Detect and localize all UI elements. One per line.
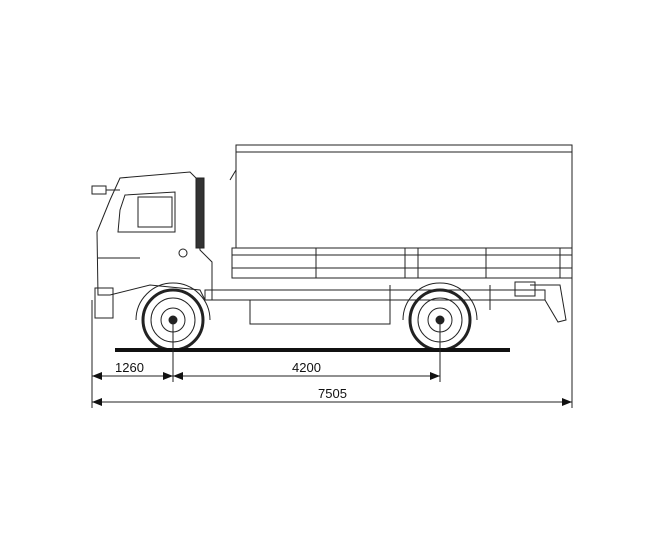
front-overhang-label: 1260 (115, 360, 144, 375)
cargo-tarp (229, 144, 573, 249)
rear-wheel (402, 282, 478, 352)
dimension-lines (92, 372, 572, 406)
wheelbase-label: 4200 (292, 360, 321, 375)
chassis-frame (204, 281, 567, 325)
cab (91, 171, 213, 319)
overall-length-label: 7505 (318, 386, 347, 401)
cargo-side-boards (231, 247, 573, 279)
extension-lines (91, 250, 573, 408)
